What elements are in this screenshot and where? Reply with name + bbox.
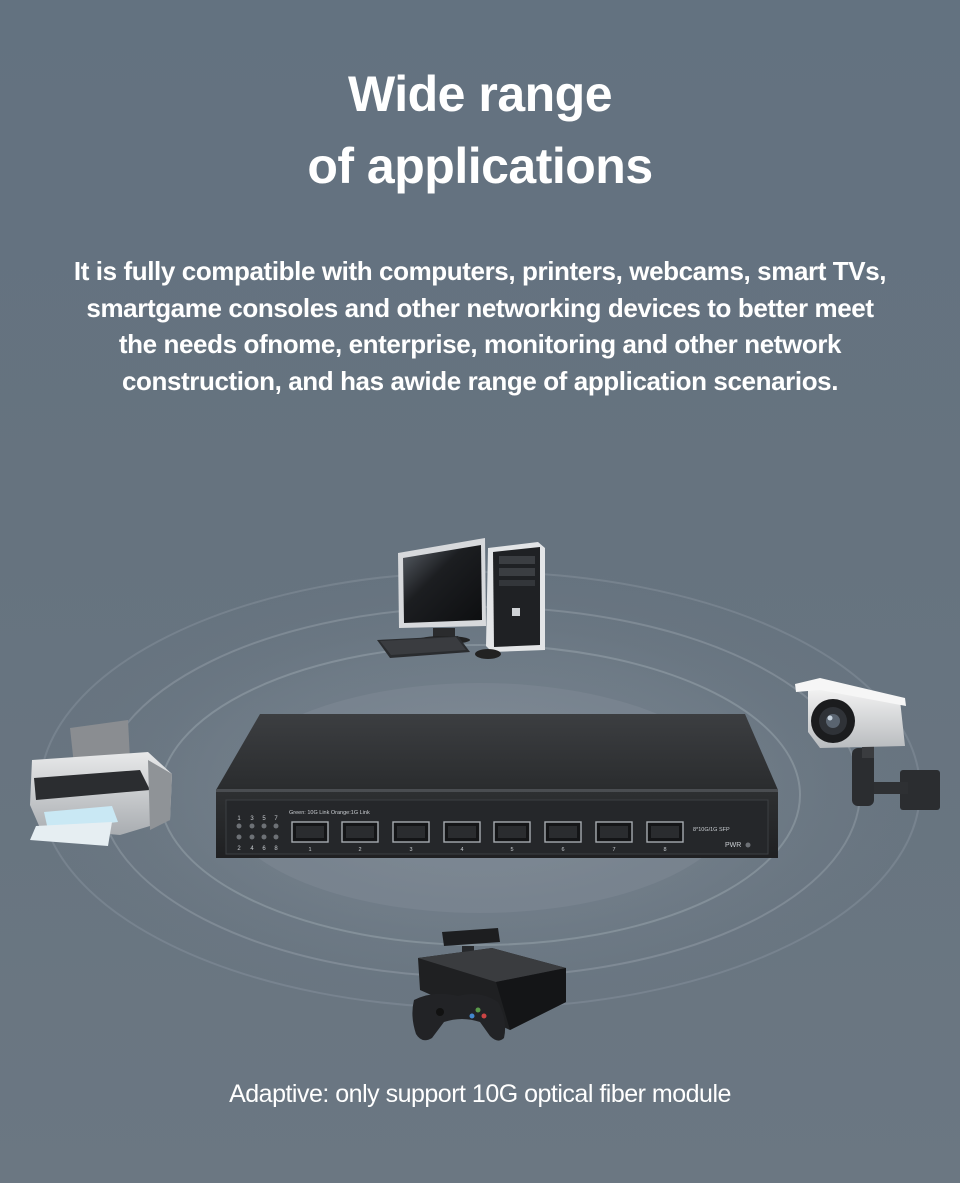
footnote-text: Adaptive: only support 10G optical fiber…: [229, 1080, 731, 1108]
security-camera-icon: [795, 678, 940, 810]
link-legend: Green: 10G Link Orange:1G Link: [289, 810, 370, 816]
game-console-icon: [412, 928, 566, 1041]
led-number: 4: [250, 846, 254, 852]
power-led: [745, 842, 751, 848]
sfp-ports: 1 2 3 4 5 6 7 8: [291, 821, 684, 853]
sfp-switch-device: 1 3 5 7 2 4 6 8 Green: 10G Link Orange:1…: [216, 714, 778, 858]
description-line: smartgame consoles and other networking …: [86, 292, 874, 323]
port-number: 5: [510, 847, 513, 853]
sfp-port: 2: [341, 821, 379, 853]
led-number: 3: [250, 816, 254, 822]
description-line: construction, and has awide range of app…: [121, 365, 839, 396]
status-led: [273, 823, 279, 829]
sfp-port: 4: [443, 821, 481, 853]
led-number: 7: [274, 816, 278, 822]
led-number: 8: [274, 846, 278, 852]
printer-icon: [30, 720, 172, 846]
title-line: of applications: [307, 138, 653, 194]
port-number: 6: [561, 847, 564, 853]
status-led: [261, 834, 267, 840]
description-text: It is fully compatible with computers, p…: [0, 253, 960, 399]
led-number: 2: [237, 846, 241, 852]
led-number: 1: [237, 816, 241, 822]
status-led: [261, 823, 267, 829]
page-title: Wide range of applications: [0, 58, 960, 202]
status-led: [236, 823, 242, 829]
led-number: 5: [262, 816, 266, 822]
sfp-port: 7: [595, 821, 633, 853]
sfp-port: 8: [646, 821, 684, 853]
port-number: 2: [358, 847, 361, 853]
led-number: 6: [262, 846, 266, 852]
port-number: 7: [612, 847, 615, 853]
status-led: [249, 823, 255, 829]
port-number: 4: [460, 847, 463, 853]
description-line: It is fully compatible with computers, p…: [73, 256, 887, 286]
sfp-port: 6: [544, 821, 582, 853]
status-led: [273, 834, 279, 840]
sfp-port: 3: [392, 821, 430, 853]
power-label: PWR: [725, 842, 741, 849]
port-number: 8: [663, 847, 666, 853]
led-indicators: 1 3 5 7 2 4 6 8: [236, 816, 279, 852]
title-line: Wide range: [347, 66, 613, 122]
status-led: [249, 834, 255, 840]
sfp-port: 1: [291, 821, 329, 853]
port-number: 3: [409, 847, 412, 853]
status-led: [236, 834, 242, 840]
sfp-port: 5: [493, 821, 531, 853]
description-line: the needs ofnome, enterprise, monitoring…: [118, 329, 842, 359]
model-label: 8*10G/1G SFP: [693, 827, 730, 833]
desktop-computer-icon: [377, 538, 545, 659]
port-number: 1: [308, 847, 311, 853]
